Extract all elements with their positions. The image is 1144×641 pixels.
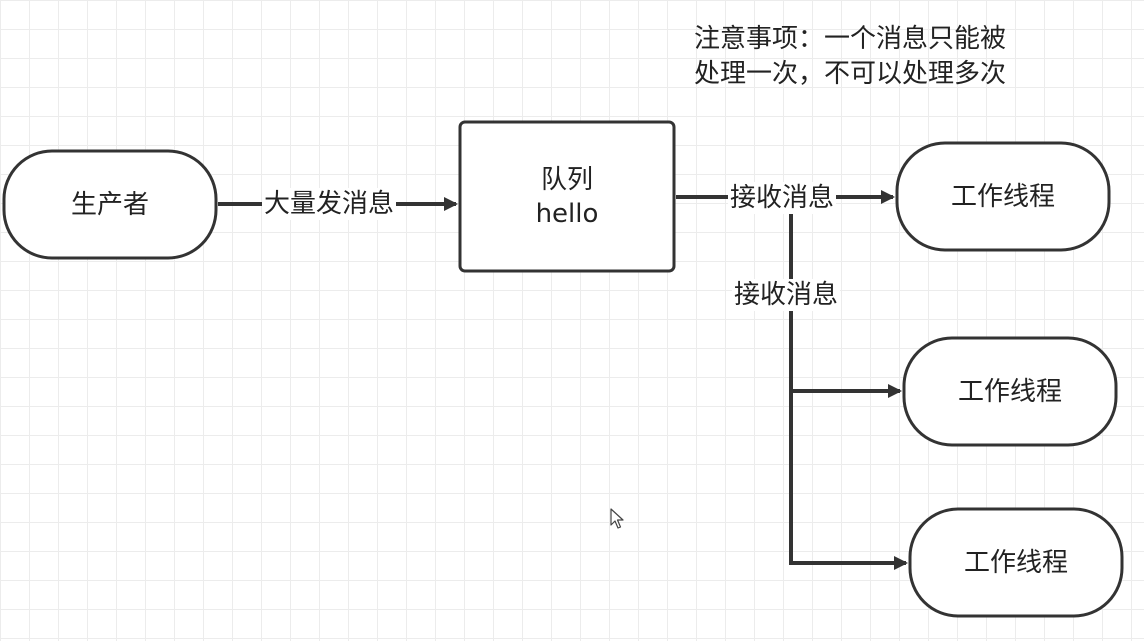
note-line-1: 注意事项：一个消息只能被 — [694, 24, 1007, 54]
worker-node-3[interactable] — [908, 507, 1124, 618]
send-messages-label: 大量发消息 — [262, 188, 397, 220]
mouse-cursor-icon — [610, 508, 624, 529]
producer-node[interactable] — [2, 149, 218, 260]
receive-message-label-2: 接收消息 — [732, 279, 841, 311]
worker-node-1[interactable] — [895, 141, 1111, 252]
worker-node-2[interactable] — [902, 336, 1118, 447]
note-text: 注意事项：一个消息只能被 处理一次，不可以处理多次 — [694, 22, 1006, 92]
note-line-2: 处理一次，不可以处理多次 — [694, 59, 1007, 89]
receive-message-label-1: 接收消息 — [728, 182, 837, 214]
queue-node[interactable] — [458, 120, 676, 273]
